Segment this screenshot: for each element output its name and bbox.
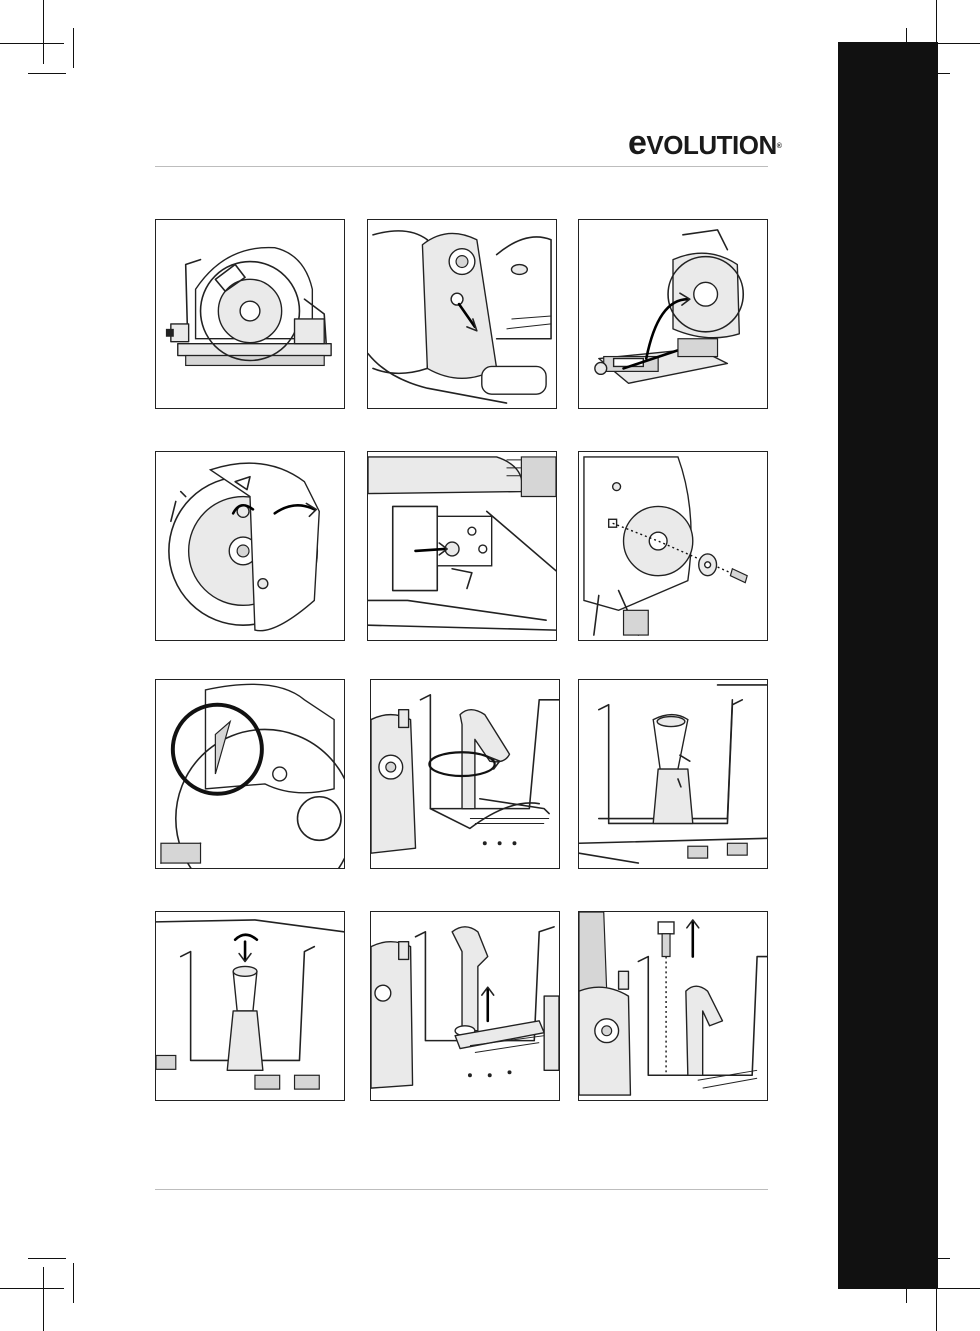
figure-vice-open [578,219,768,409]
header-rule [155,166,768,167]
figure-fence-handle [578,679,768,869]
figure-guard-open [155,451,345,641]
crop-mark [73,28,74,68]
brand-logo: eVOLUTION® [628,128,781,158]
crop-mark [28,73,66,74]
crop-mark [0,1288,64,1289]
crop-mark [0,43,64,44]
crop-mark [43,0,44,64]
figure-spindle-lock [367,451,557,641]
figure-fence-lift [370,911,560,1101]
figure-fence-lever [370,679,560,869]
footer-rule [155,1189,768,1190]
figure-bolt-remove [578,911,768,1101]
logo-trademark: ® [777,143,782,150]
figure-pivot-pin [367,219,557,409]
side-tab [838,42,938,1289]
logo-text: VOLUTION [646,130,776,160]
crop-mark [43,1267,44,1331]
crop-mark [73,1263,74,1303]
figure-blade-removal [578,451,768,641]
figure-handle-screw [155,911,345,1101]
figure-rotation-arrow [155,679,345,869]
logo-initial: e [628,124,646,162]
figure-saw-side-view [155,219,345,409]
crop-mark [28,1258,66,1259]
